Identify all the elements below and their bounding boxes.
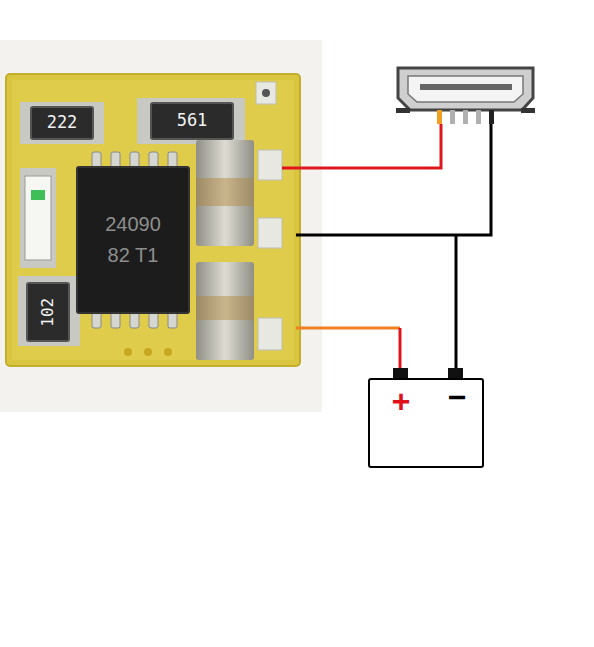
pad-ground: [258, 218, 282, 248]
part-marking: 102: [39, 298, 57, 327]
part-marking: 82 T1: [108, 244, 159, 267]
black-wire: [455, 235, 458, 372]
polarity-sign: +: [392, 384, 410, 419]
smd-resistor: 561: [150, 102, 234, 140]
solder-pad: [137, 98, 245, 144]
pcb-shine: [12, 80, 294, 360]
part-marking: 222: [47, 113, 78, 133]
capacitor-stack: [196, 140, 254, 360]
part-marking: 24090: [105, 213, 161, 236]
smd-resistor: 222: [30, 106, 94, 140]
polarity-sign: −: [448, 380, 466, 415]
via: [262, 89, 270, 97]
pad-usb-plus: [258, 150, 282, 180]
black-wire: [296, 124, 491, 235]
solder-pad: [20, 102, 104, 144]
via: [144, 348, 152, 356]
pcb-board: [6, 74, 300, 366]
red-wire: [282, 124, 441, 168]
test-pad: [256, 82, 276, 104]
via: [124, 348, 132, 356]
micro-usb-connector: [396, 68, 535, 124]
ic-chip: 24090 82 T1: [76, 166, 190, 314]
battery-box: +−: [368, 378, 484, 468]
part-marking: 561: [177, 111, 208, 131]
orange-wire: [296, 327, 400, 330]
photo-background: [0, 40, 322, 412]
via: [164, 348, 172, 356]
solder-pad: [18, 276, 80, 346]
pad-battery-plus: [258, 318, 282, 350]
red-wire: [399, 328, 402, 372]
led-lens: [31, 190, 45, 200]
battery-terminal: [448, 368, 463, 378]
battery-terminal: [393, 368, 408, 378]
smd-resistor: 102: [26, 282, 70, 342]
led-body: [25, 176, 51, 260]
led-pad: [20, 168, 56, 268]
